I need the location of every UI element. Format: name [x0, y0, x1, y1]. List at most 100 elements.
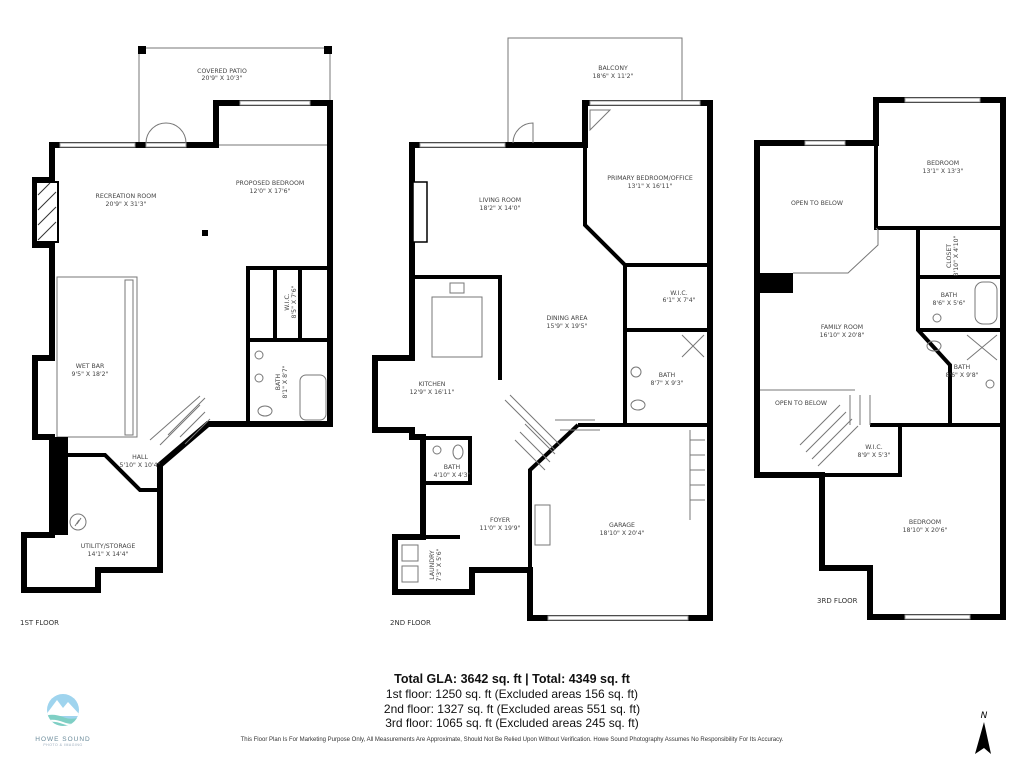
room-dims: 18'2" X 14'0" [480, 205, 521, 212]
window [804, 140, 846, 146]
electrical-panel-icon [69, 513, 87, 531]
room-label: COVERED PATIO [197, 68, 247, 75]
room-label: BATH [954, 364, 971, 371]
bathtub-icon [974, 281, 998, 325]
room-label: BATH [275, 373, 282, 390]
room-label: GARAGE [609, 522, 635, 529]
room-label: UTILITY/STORAGE [81, 543, 136, 550]
sink-icon [254, 350, 264, 360]
room-dims: 11'0" X 19'9" [480, 525, 521, 532]
window [239, 100, 311, 106]
room-dims: 4'10" X 4'3" [434, 472, 471, 479]
room-dims: 8'5" X 7'6" [291, 285, 298, 318]
shower-icon [681, 334, 705, 358]
room-label: RECREATION ROOM [96, 193, 157, 200]
toilet-icon [452, 444, 464, 460]
room-label: OPEN TO BELOW [791, 200, 843, 207]
sink-icon [432, 445, 442, 455]
third-floor-plan: BEDROOM 13'1" X 13'3" OPEN TO BELOW CLOS… [754, 97, 1006, 620]
fireplace-icon [412, 181, 428, 243]
room-label: BALCONY [598, 65, 628, 72]
area-summary: Total GLA: 3642 sq. ft | Total: 4349 sq.… [0, 672, 1024, 743]
room-dims: 9'5" X 18'2" [72, 371, 109, 378]
room-dims: 8'6" X 5'6" [932, 300, 965, 307]
room-dims: 14'1" X 14'4" [88, 551, 129, 558]
room-label: FAMILY ROOM [821, 324, 863, 331]
room-label: OPEN TO BELOW [775, 400, 827, 407]
third-floor-walls [754, 97, 1006, 620]
room-label: BATH [444, 464, 461, 471]
room-dims: 18'6" X 11'2" [593, 73, 634, 80]
toilet-icon [630, 399, 646, 411]
window [904, 614, 971, 620]
sink-icon [630, 366, 642, 378]
fireplace-icon [589, 109, 612, 132]
garage-shelf [534, 504, 551, 546]
room-dims: 6'1" X 7'4" [662, 297, 695, 304]
patio-post [138, 46, 146, 54]
room-label: LIVING ROOM [479, 197, 521, 204]
room-label: BEDROOM [909, 519, 941, 526]
first-floor-walls [21, 100, 333, 593]
sink-icon [985, 379, 995, 389]
room-dims: 5'10" X 10'4" [120, 462, 161, 469]
room-dims: 12'9" X 16'11" [410, 389, 455, 396]
room-dims: 16'10" X 20'8" [820, 332, 865, 339]
room-label: WET BAR [76, 363, 105, 370]
floor-plan: COVERED PATIO 20'9" X 10'3" RECREATION R… [20, 37, 1006, 627]
logo-icon [47, 694, 79, 726]
column [757, 273, 793, 293]
toilet-icon [257, 405, 273, 417]
floor-label: 1ST FLOOR [20, 619, 59, 627]
window [59, 142, 136, 148]
total-area: Total GLA: 3642 sq. ft | Total: 4349 sq.… [394, 672, 630, 686]
howe-sound-logo: HOWE SOUND PHOTO & IMAGING [30, 688, 96, 747]
dryer-icon [401, 565, 419, 583]
thick-wall [52, 437, 68, 535]
room-label: DINING AREA [546, 315, 588, 322]
covered-patio-outline [138, 47, 331, 146]
room-dims: 8'10" X 4'10" [953, 235, 960, 276]
room-dims: 7'3" X 5'6" [436, 548, 443, 581]
second-floor-area: 2nd floor: 1327 sq. ft (Excluded areas 5… [383, 701, 641, 716]
wet-bar-counter [56, 276, 138, 438]
room-dims: 8'1" X 8'7" [282, 365, 289, 398]
bathtub-icon [299, 374, 327, 421]
logo-subtitle: PHOTO & IMAGING [43, 743, 83, 747]
logo-name: HOWE SOUND [35, 736, 91, 743]
washer-icon [401, 544, 419, 562]
room-dims: 13'1" X 16'11" [628, 183, 673, 190]
toilet-icon [926, 340, 942, 352]
patio-door[interactable] [145, 142, 187, 148]
room-label: PRIMARY BEDROOM/OFFICE [607, 175, 693, 182]
floor-label: 3RD FLOOR [817, 597, 858, 605]
room-dims: 12'0" X 17'6" [250, 188, 291, 195]
patio-post [324, 46, 332, 54]
first-floor-plan: COVERED PATIO 20'9" X 10'3" RECREATION R… [20, 46, 333, 627]
window [589, 100, 701, 106]
room-label: PROPOSED BEDROOM [236, 180, 304, 187]
window [419, 142, 506, 148]
sink-icon [254, 373, 264, 383]
north-arrow-icon: N [975, 711, 991, 754]
room-dims: 20'9" X 31'3" [106, 201, 147, 208]
second-floor-plan: BALCONY 18'6" X 11'2" LIVING ROOM 18'2" … [372, 37, 713, 627]
room-dims: 13'1" X 13'3" [923, 168, 964, 175]
north-label: N [981, 711, 988, 721]
sink-icon [449, 282, 465, 294]
window [904, 97, 981, 103]
first-floor-area: 1st floor: 1250 sq. ft (Excluded areas 1… [385, 687, 639, 701]
room-label: BATH [659, 372, 676, 379]
room-label: BEDROOM [927, 160, 959, 167]
sink-icon [932, 313, 942, 323]
second-floor-walls [372, 100, 713, 621]
garage-door[interactable] [547, 615, 689, 621]
kitchen-island [431, 296, 483, 358]
column [202, 230, 208, 236]
room-label: BATH [941, 292, 958, 299]
room-label: W.I.C. [284, 293, 291, 310]
room-dims: 18'10" X 20'6" [903, 527, 948, 534]
room-label: HALL [132, 454, 148, 461]
floor-label: 2ND FLOOR [390, 619, 431, 627]
third-floor-area: 3rd floor: 1065 sq. ft (Excluded areas 2… [385, 716, 639, 730]
